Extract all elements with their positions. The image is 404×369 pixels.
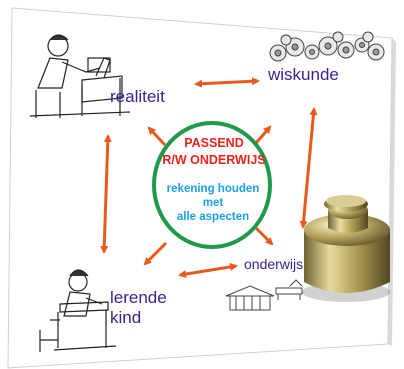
center-body-line1: rekening houden: [167, 183, 260, 195]
gears-icon: [269, 31, 385, 62]
label-lerende: lerende: [110, 288, 167, 307]
center-title-line2: R/W ONDERWIJS: [162, 153, 265, 167]
arrow-center-onderwijs: [254, 226, 274, 246]
weight-object-icon: [302, 195, 390, 302]
label-realiteit: realiteit: [110, 87, 165, 106]
center-circle: [152, 121, 272, 249]
label-wiskunde: wiskunde: [267, 65, 339, 84]
label-kind: kind: [110, 308, 141, 327]
arrow-realiteit-lerende: [100, 134, 112, 254]
arrow-wiskunde-onderwijs: [299, 107, 318, 229]
arrows: [100, 77, 318, 278]
label-onderwijs: onderwijs: [244, 256, 303, 272]
child-at-desk-icon: [39, 269, 117, 352]
center-body-line3: alle aspecten: [177, 211, 249, 223]
center-title-line1: PASSEND: [184, 136, 244, 150]
person-at-desk-icon: [29, 34, 131, 118]
arrow-lerende-onderwijs: [178, 263, 238, 278]
arrow-center-realiteit: [147, 126, 167, 147]
arrow-center-wiskunde: [254, 125, 272, 144]
classroom-icon: [225, 279, 303, 311]
arrow-center-lerende: [143, 241, 168, 266]
center-body-line2: met: [203, 197, 224, 209]
arrow-realiteit-wiskunde: [194, 77, 260, 88]
